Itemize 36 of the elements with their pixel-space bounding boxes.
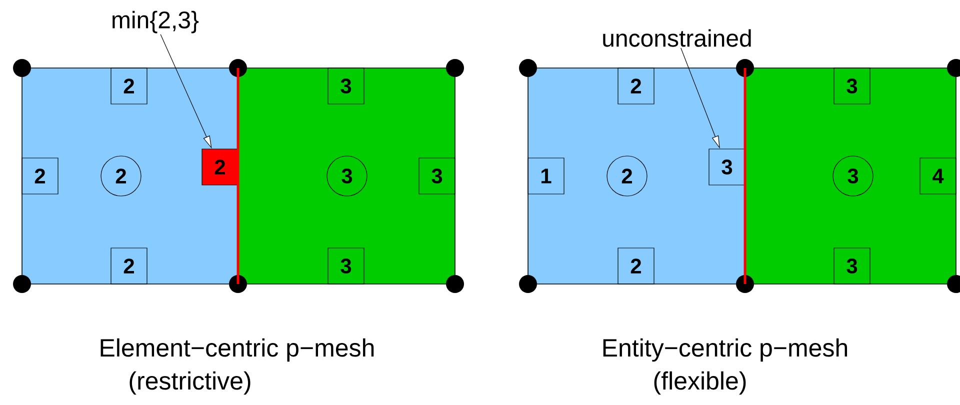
- mesh-element: [22, 68, 238, 284]
- caption-text: (restrictive): [130, 371, 250, 395]
- order-box: 2: [202, 148, 238, 186]
- order-box: 1: [528, 158, 564, 194]
- mesh-element: [238, 68, 456, 284]
- caption-text: Element−centric p−mesh: [100, 338, 374, 362]
- annotation-text: min{2,3}: [112, 10, 199, 34]
- vertex-dot: [519, 275, 537, 293]
- order-box: 3: [328, 68, 364, 104]
- order-box: 2: [110, 248, 148, 284]
- caption-text: Entity−centric p−mesh: [603, 338, 848, 362]
- order-box: 3: [708, 148, 746, 186]
- annotation-text: unconstrained: [603, 29, 751, 47]
- shared-edge-line: [744, 68, 746, 284]
- caption-text: (flexible): [654, 371, 746, 395]
- order-box: 4: [920, 158, 956, 194]
- vertex-dot: [13, 275, 31, 293]
- order-box: 2: [110, 68, 148, 104]
- order-box: 3: [328, 248, 364, 284]
- mesh-element: [528, 68, 746, 284]
- vertex-dot: [446, 275, 464, 293]
- mesh-element: [744, 68, 956, 284]
- shared-edge-line: [236, 68, 240, 284]
- vertex-dot: [229, 275, 247, 293]
- order-box: 2: [618, 68, 654, 104]
- vertex-dot: [519, 59, 537, 77]
- vertex-dot: [736, 59, 754, 77]
- order-box: 3: [834, 248, 870, 284]
- order-box: 3: [834, 68, 870, 104]
- order-box: 2: [618, 248, 654, 284]
- order-box: 2: [22, 158, 58, 194]
- order-box: 3: [418, 158, 456, 194]
- vertex-dot: [446, 59, 464, 77]
- vertex-dot: [229, 59, 247, 77]
- vertex-dot: [736, 275, 754, 293]
- vertex-dot: [13, 59, 31, 77]
